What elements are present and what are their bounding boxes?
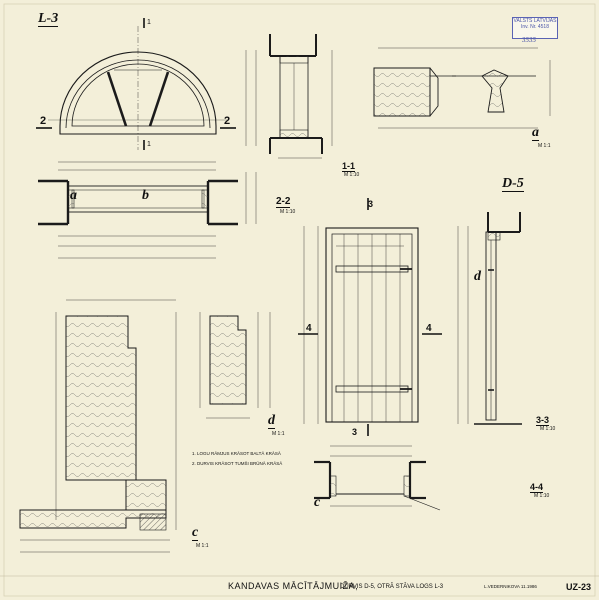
door-elevation (303, 226, 419, 424)
stamp-line-2: Inv. Nr. 4518 (521, 24, 549, 30)
door-plan (314, 445, 441, 511)
stamp-number: 3535 (522, 36, 536, 44)
title-sub: DURVIS D-5, OTRĀ STĀVA LOGS L-3 (340, 584, 444, 590)
detail-d-title: d (268, 413, 275, 429)
section-4-4-scale: M 1:10 (534, 493, 550, 499)
section-2-2-scale: M 1:10 (280, 209, 296, 215)
section-mark-4-left: 4 (306, 323, 312, 334)
author-note: L.VEDERNIKOVA 11.1986 (484, 584, 537, 589)
section-mark-2-left: 2 (40, 115, 47, 127)
detail-c-title: c (192, 525, 199, 541)
archive-stamp: VALSTS LATVIJAS Inv. Nr. 4518 (512, 17, 558, 39)
section-3-3-scale: M 1:10 (540, 426, 556, 432)
window-elevation (48, 26, 228, 150)
drawing-number: UZ-23 (566, 582, 592, 592)
title-block: KANDAVAS MĀCĪTĀJMUIŽA, DURVIS D-5, OTRĀ … (0, 577, 599, 600)
note-line-1: 1. LOGU RĀMJUS KRĀSOT BALTĀ KRĀSĀ (192, 451, 281, 456)
section-mark-2-right: 2 (224, 115, 231, 127)
section-mark-1-bottom: 1 (147, 141, 151, 148)
door-section-d-label: d (474, 269, 481, 284)
section-mark-3-bottom: 3 (352, 427, 358, 437)
detail-d-scale: M 1:1 (272, 431, 285, 437)
title-main: KANDAVAS MĀCĪTĀJMUIŽA, (228, 581, 359, 591)
door-plan-c-label: c (314, 495, 321, 510)
section-mark-3-top: 3 (368, 199, 374, 209)
window-detail-a (373, 47, 551, 129)
note-line-2: 2. DURVIS KRĀSOT TUMŠI BRŪNĀ KRĀSĀ (192, 461, 283, 466)
section-2-2-title: 2-2 (276, 196, 291, 208)
window-label: L-3 (38, 11, 59, 27)
stamp-line-1: VALSTS LATVIJAS (513, 18, 557, 24)
section-4-4-title: 4-4 (530, 482, 544, 493)
door-detail-d (199, 312, 271, 419)
section-mark-4-right: 4 (426, 323, 432, 334)
section-3-3-title: 3-3 (536, 415, 550, 426)
detail-a-title: a (532, 125, 539, 141)
section-1-1-scale: M 1:10 (344, 172, 360, 178)
window-plan (38, 161, 257, 259)
section-mark-1-top: 1 (147, 19, 151, 26)
detail-a-scale: M 1:1 (538, 143, 551, 149)
door-detail-c (19, 299, 177, 553)
section-1-1-title: 1-1 (342, 161, 356, 172)
plan-detail-b-label: b (142, 188, 149, 203)
plan-detail-a-label: a (70, 188, 77, 203)
door-section-3-3 (457, 212, 522, 425)
door-label: D-5 (502, 176, 524, 192)
detail-c-scale: M 1:1 (196, 543, 209, 549)
window-section-1-1 (245, 34, 333, 159)
